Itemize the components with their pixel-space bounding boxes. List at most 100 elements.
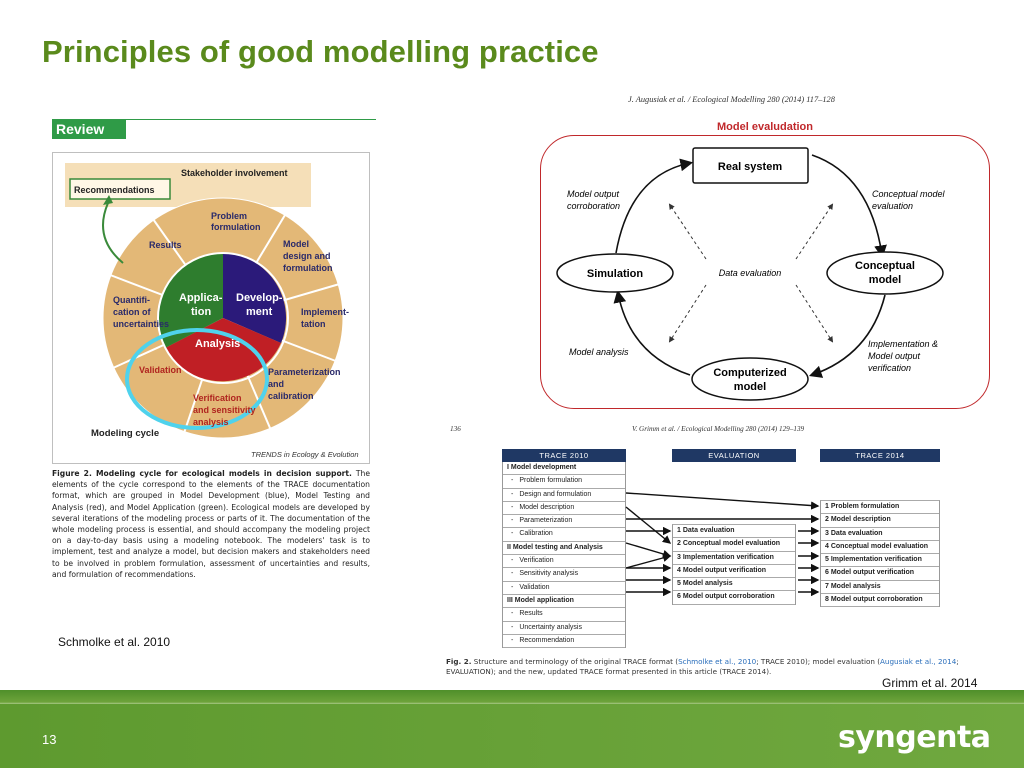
trace-2010-row: Verification bbox=[503, 555, 625, 569]
trace-2010-row: Validation bbox=[503, 582, 625, 595]
trace-caption-label: Fig. 2. bbox=[446, 657, 472, 666]
citation-schmolke: Schmolke et al. 2010 bbox=[58, 635, 171, 649]
trace-2010-table: I Model developmentProblem formulationDe… bbox=[502, 462, 626, 649]
parameterization-label-2: and bbox=[268, 379, 284, 389]
model-evaluation-diagram: Real system Simulation Conceptual model … bbox=[556, 147, 946, 401]
trace-caption-part2: ; TRACE 2010); model evaluation ( bbox=[756, 657, 881, 666]
map-problem-formulation bbox=[625, 492, 820, 510]
figure-2-caption-title: Figure 2. Modeling cycle for ecological … bbox=[52, 469, 352, 478]
evaluation-row: 3 Implementation verification bbox=[673, 552, 795, 565]
journal-label: TRENDS in Ecology & Evolution bbox=[251, 450, 359, 459]
evaluation-header-wrap: EVALUATION bbox=[672, 449, 796, 462]
page-number: 13 bbox=[42, 732, 57, 747]
trace-2014-row: 6 Model output verification bbox=[821, 567, 939, 581]
computerized-label-1: Computerized bbox=[713, 367, 786, 379]
review-divider bbox=[122, 119, 376, 120]
arrow-simulation-to-real bbox=[615, 158, 694, 254]
implementation-label-2: tation bbox=[301, 319, 326, 329]
augusiak-header: J. Augusiak et al. / Ecological Modellin… bbox=[628, 95, 835, 104]
computerized-model-node bbox=[691, 357, 809, 401]
validation-label: Validation bbox=[139, 365, 182, 375]
figure-2-caption: Figure 2. Modeling cycle for ecological … bbox=[52, 468, 370, 580]
application-label-1: Applica- bbox=[179, 292, 223, 304]
real-system-label: Real system bbox=[718, 161, 782, 173]
trace-2014-row: 4 Conceptual model evaluation bbox=[821, 541, 939, 555]
conceptual-evaluation-label-1: Conceptual model bbox=[872, 189, 946, 199]
analysis-sector bbox=[165, 318, 281, 382]
recommendations-box bbox=[69, 178, 171, 200]
trace-mapping-arrows bbox=[625, 492, 820, 597]
arrow-real-to-conceptual bbox=[811, 154, 887, 259]
computerized-label-2: model bbox=[734, 381, 766, 393]
problem-label-1: Problem bbox=[211, 211, 247, 221]
recommendations-arrow bbox=[102, 202, 124, 264]
verification-label-3: analysis bbox=[193, 417, 229, 427]
recommendations-arrowhead bbox=[103, 195, 113, 205]
trace-2014-row: 2 Model description bbox=[821, 514, 939, 528]
schmolke-link[interactable]: Schmolke et al., 2010 bbox=[678, 657, 757, 666]
implementation-label-1: Implementation & bbox=[868, 339, 938, 349]
evaluation-row: 2 Conceptual model evaluation bbox=[673, 538, 795, 552]
model-design-label-1: Model bbox=[283, 239, 309, 249]
development-label-1: Develop- bbox=[236, 292, 283, 304]
validation-highlight-ellipse bbox=[125, 328, 269, 430]
conceptual-model-node bbox=[826, 251, 944, 295]
dashed-arrow-downleft bbox=[668, 284, 707, 343]
verification-label-2: and sensitivity bbox=[193, 405, 256, 415]
implementation-label-1: Implement- bbox=[301, 307, 349, 317]
evaluation-header: EVALUATION bbox=[672, 449, 796, 462]
augusiak-link[interactable]: Augusiak et al., 2014 bbox=[880, 657, 957, 666]
simulation-node bbox=[556, 253, 674, 293]
trace-2014-row: 5 Implementation verification bbox=[821, 554, 939, 568]
map-design-to-conceptual bbox=[625, 506, 672, 544]
recommendations-label: Recommendations bbox=[74, 185, 155, 195]
map-verif-to-impl bbox=[625, 553, 672, 569]
map-calib-to-impl bbox=[625, 542, 672, 559]
trace-2010-column: TRACE 2010 I Model developmentProblem fo… bbox=[502, 449, 626, 649]
dashed-arrow-upright bbox=[795, 203, 834, 260]
quantification-label-3: uncertainties bbox=[113, 319, 169, 329]
simulation-label: Simulation bbox=[587, 268, 644, 280]
verification-label-1: Verification bbox=[193, 393, 242, 403]
model-analysis-label: Model analysis bbox=[569, 347, 629, 357]
trace-2014-row: 7 Model analysis bbox=[821, 581, 939, 595]
trace-2014-row: 1 Problem formulation bbox=[821, 501, 939, 515]
footer-band bbox=[0, 704, 1024, 768]
trace-2014-header: TRACE 2014 bbox=[820, 449, 940, 462]
trace-2010-row: Results bbox=[503, 608, 625, 622]
evaluation-row: 1 Data evaluation bbox=[673, 525, 795, 539]
trace-2010-row: II Model testing and Analysis bbox=[503, 542, 625, 556]
data-evaluation-label: Data evaluation bbox=[719, 268, 782, 278]
modeling-cycle-figure: Recommendations Stakeholder involvement … bbox=[52, 152, 370, 464]
slide-title: Principles of good modelling practice bbox=[42, 34, 599, 69]
trace-2010-row: Design and formulation bbox=[503, 489, 625, 502]
model-evaluation-title: Model evaludation bbox=[717, 121, 813, 133]
evaluation-row: 5 Model analysis bbox=[673, 578, 795, 592]
syngenta-logo: syngenta bbox=[838, 720, 991, 755]
trace-2010-row: Problem formulation bbox=[503, 475, 625, 489]
model-design-label-3: formulation bbox=[283, 263, 333, 273]
implementation-label-3: verification bbox=[868, 363, 911, 373]
grimm-page-number: 136 bbox=[450, 425, 461, 433]
inner-border bbox=[157, 252, 289, 384]
arrow-conceptual-to-computerized bbox=[808, 294, 886, 378]
modeling-cycle-diagram: Recommendations Stakeholder involvement … bbox=[65, 163, 359, 459]
parameterization-label-3: calibration bbox=[268, 391, 314, 401]
trace-2010-row: I Model development bbox=[503, 462, 625, 476]
development-sector bbox=[223, 253, 287, 343]
analysis-label: Analysis bbox=[195, 338, 240, 350]
problem-label-2: formulation bbox=[211, 222, 261, 232]
citation-grimm: Grimm et al. 2014 bbox=[882, 676, 978, 690]
trace-2010-row: Model description bbox=[503, 502, 625, 516]
dashed-arrow-upleft bbox=[668, 203, 707, 260]
trace-2014-header-wrap: TRACE 2014 bbox=[820, 449, 940, 462]
results-label: Results bbox=[149, 240, 182, 250]
trace-2010-row: III Model application bbox=[503, 595, 625, 609]
trace-2010-row: Sensitivity analysis bbox=[503, 568, 625, 582]
trace-caption-part1: Structure and terminology of the origina… bbox=[471, 657, 679, 666]
trace-2010-row: Uncertainty analysis bbox=[503, 622, 625, 635]
